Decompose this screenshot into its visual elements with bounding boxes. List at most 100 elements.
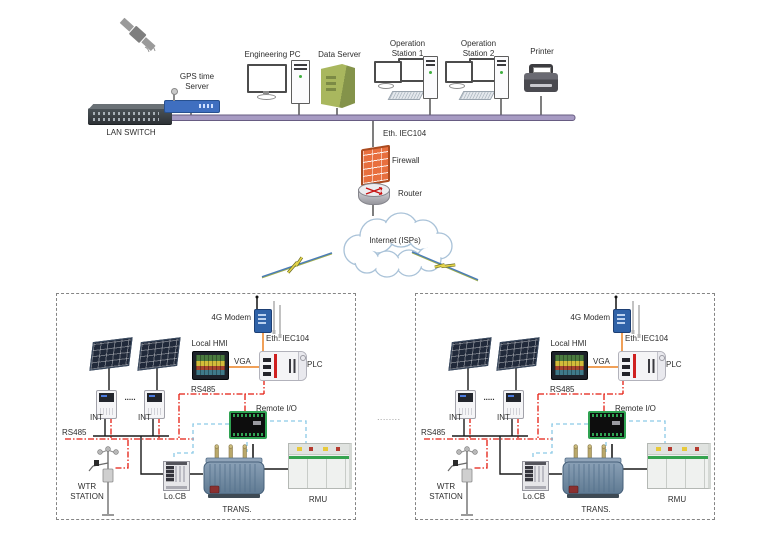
site1-rs485-lines	[65, 379, 265, 469]
operation-station-1-label: Operation Station 1	[389, 39, 426, 58]
locb-label: Lo.CB	[163, 492, 187, 501]
wireless-link-right	[411, 251, 479, 282]
weather-station-label: WTR STATION	[429, 482, 463, 501]
op2-monitor-left	[445, 61, 473, 83]
site2-modem-antennas	[614, 295, 641, 338]
locb-handle	[166, 462, 187, 465]
engineering-pc-monitor	[247, 64, 287, 93]
rmu-label: RMU	[308, 495, 328, 504]
router-top	[358, 183, 390, 197]
site1-power-lines	[93, 368, 288, 475]
site2-transformer-icon	[562, 444, 624, 498]
satellite-icon	[119, 17, 156, 53]
lan-switch-device	[88, 108, 172, 124]
plc-red-stripe	[274, 354, 277, 378]
rmu-indicator-panel	[289, 444, 349, 455]
op2-keyboard	[458, 91, 496, 100]
lan-switch-label: LAN SWITCH	[106, 128, 156, 137]
locb-label: Lo.CB	[522, 492, 546, 501]
rs485-bus-label: RS485	[421, 428, 446, 437]
printer-label: Printer	[530, 47, 554, 56]
plc-vent-bars	[648, 359, 655, 373]
op1-monitor-left	[374, 61, 402, 83]
vga-label: VGA	[234, 357, 251, 366]
inverter-1-screen	[99, 393, 114, 402]
site2-wiring	[424, 295, 666, 516]
inverter-2-device	[144, 390, 165, 419]
rmu-green-band	[648, 456, 708, 459]
plc-label: PLC	[666, 360, 682, 369]
hmi-screen	[196, 355, 225, 375]
weather-station-label: WTR STATION	[70, 482, 104, 501]
rmu-green-band	[289, 456, 349, 459]
plc-red-stripe	[633, 354, 636, 378]
router-arrows-icon	[365, 187, 383, 195]
rmu-device	[647, 443, 711, 489]
locb-handle	[525, 462, 546, 465]
engineering-pc-stand	[263, 91, 269, 94]
remote-io-label: Remote I/O	[615, 404, 656, 413]
op1-keyboard	[387, 91, 425, 100]
inverter-1-vents	[100, 408, 113, 415]
operation-station-1-device	[374, 56, 438, 102]
solar-panel-1	[89, 337, 133, 371]
rs485-plc-label: RS485	[550, 385, 575, 394]
data-server-label: Data Server	[318, 50, 361, 59]
eth-iec104-label: Eth. IEC104	[383, 129, 427, 138]
site2-serial-lines	[586, 331, 623, 368]
rs485-plc-label: RS485	[191, 385, 216, 394]
inverter-2-device	[503, 390, 524, 419]
rio-terminal-top	[592, 414, 622, 417]
gps-led-strip	[199, 104, 215, 108]
rio-terminal-top	[233, 414, 263, 417]
locb-base	[166, 486, 187, 489]
remote-io-device	[588, 411, 626, 439]
inverter-1-vents	[459, 408, 472, 415]
sites-ellipsis: ........	[377, 415, 401, 422]
gps-time-server-label: GPS time Server	[179, 72, 215, 91]
engineering-pc-label: Engineering PC	[244, 50, 301, 59]
inverter-ellipsis: .....	[483, 393, 495, 402]
site1-modem-antennas	[255, 295, 282, 338]
inverter-2-screen	[147, 393, 162, 402]
modem-leds	[258, 314, 266, 316]
rmu-device	[288, 443, 352, 489]
printer-body	[524, 73, 558, 92]
inverter-1-label: INT	[90, 413, 103, 422]
site-eth-label: Eth. IEC104	[625, 334, 669, 343]
operation-station-2-label: Operation Station 2	[460, 39, 497, 58]
solar-panel-1	[448, 337, 492, 371]
inverter-2-screen	[506, 393, 521, 402]
op2-monitor-base	[449, 83, 465, 89]
remote-io-device	[229, 411, 267, 439]
4g-modem-device	[613, 309, 631, 333]
operation-station-2-device	[445, 56, 509, 102]
inverter-2-vents	[507, 408, 520, 415]
engineering-pc-device	[247, 60, 310, 104]
hmi-screen	[555, 355, 584, 375]
printer-output-slot	[530, 84, 552, 87]
plc-vent-bars	[289, 359, 296, 373]
plant-site-2: 4G Modem Eth. IEC104 Local HMI VGA PLC R…	[415, 293, 715, 520]
local-hmi-label: Local HMI	[191, 339, 228, 348]
local-hmi-device	[551, 351, 588, 380]
rmu-doors	[289, 459, 349, 488]
inverter-ellipsis: .....	[124, 393, 136, 402]
lan-bus	[160, 114, 576, 121]
plant-site-1: 4G Modem Eth. IEC104 Local HMI VGA PLC R…	[56, 293, 356, 520]
site-eth-label: Eth. IEC104	[266, 334, 310, 343]
plc-connector-blocks	[622, 356, 630, 376]
local-hmi-device	[192, 351, 229, 380]
rio-display	[612, 421, 620, 425]
solar-panel-2	[137, 337, 181, 371]
transformer-label: TRANS.	[581, 505, 611, 514]
4g-modem-device	[254, 309, 272, 333]
firewall-device	[361, 144, 390, 187]
site1-serial-lines	[227, 331, 264, 368]
rmu-indicator-panel	[648, 444, 708, 455]
plc-connector-blocks	[263, 356, 271, 376]
site2-weather-station-icon	[447, 446, 478, 516]
local-circuit-breaker-device	[163, 461, 190, 491]
op1-tower	[423, 56, 438, 99]
site2-rs485-lines	[424, 379, 624, 469]
